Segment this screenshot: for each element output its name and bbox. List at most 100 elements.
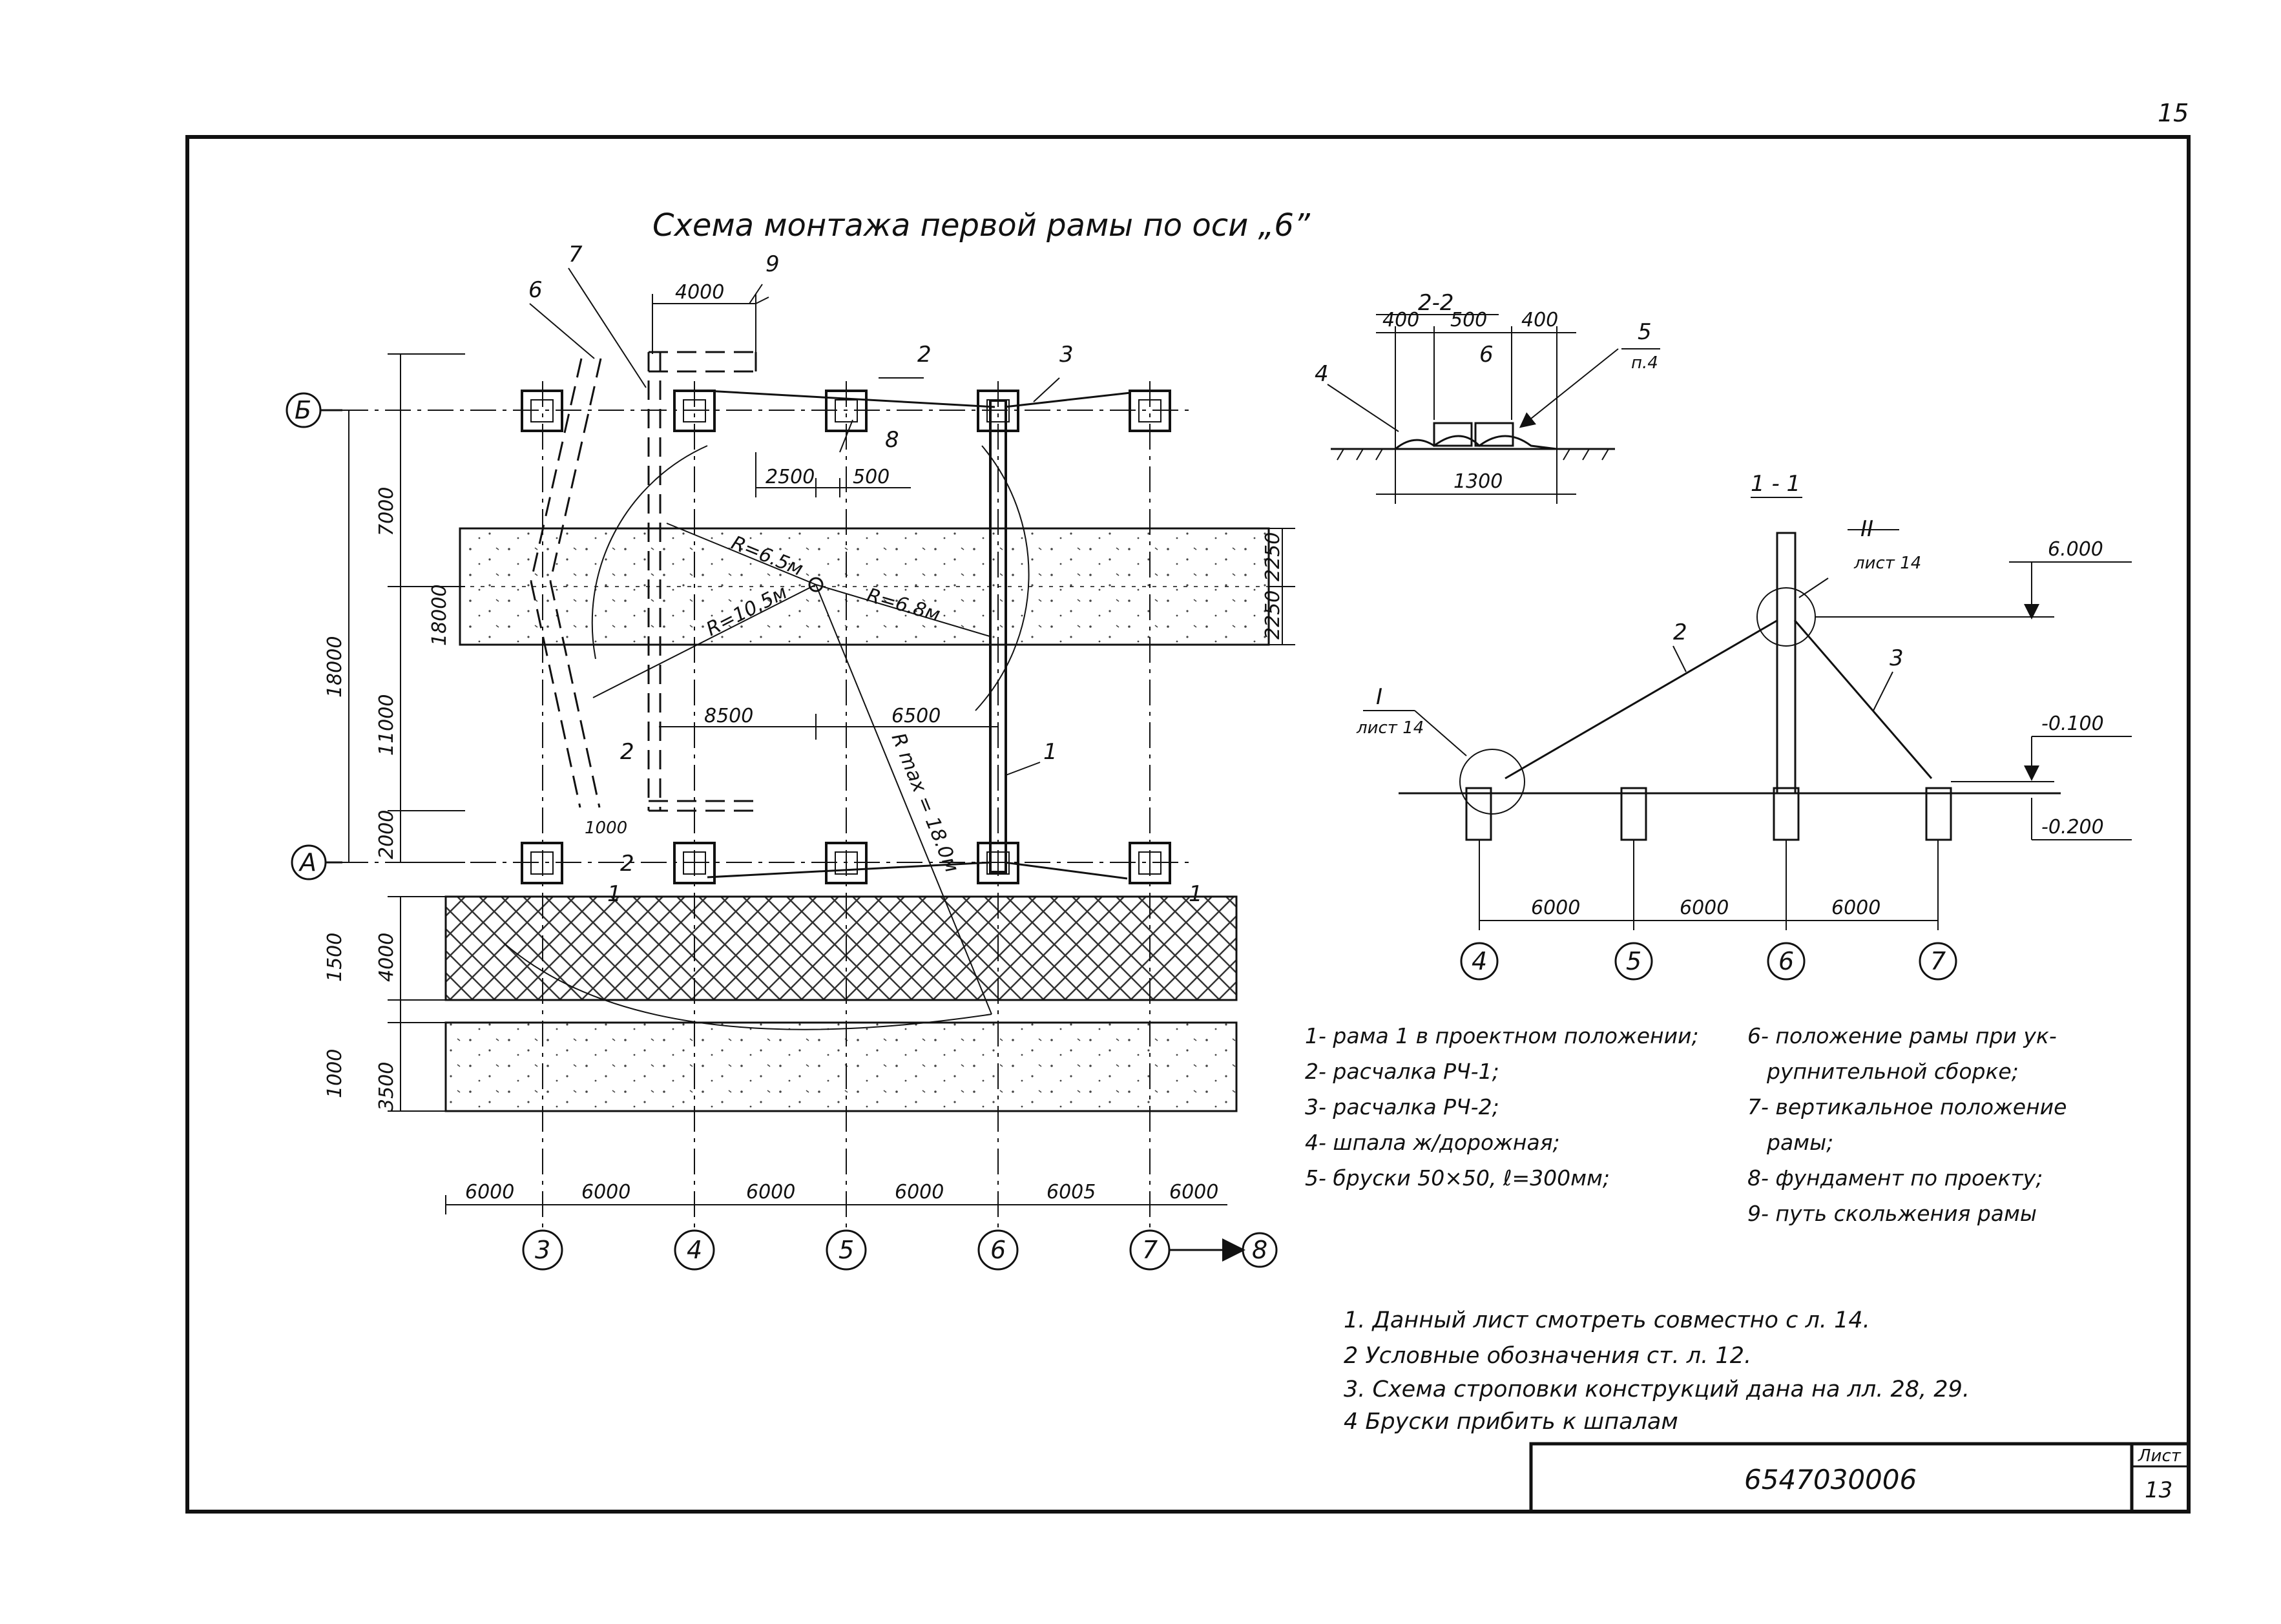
col-spacing-5: 6005 [1047,1181,1096,1203]
frame-7-vertical [647,351,757,812]
node-II-ref: лист 14 [1853,554,1921,573]
callout-2: 2 [917,342,932,368]
section-1-1-dim-3: 6000 [1831,897,1880,919]
section-1-1-callout-2: 2 [1673,619,1687,645]
callout-9: 9 [766,251,780,277]
section-2-2-callout-5-note: п.4 [1631,353,1658,373]
section-1-1-axis-6: 6 [1778,947,1794,975]
notes: 1. Данный лист смотреть совместно с л. 1… [1344,1307,1970,1435]
section-1-1-labels: 1 - 1 II лист 14 I лист 14 6.000 -0.100 … [1356,471,2104,975]
legend-item-2: 2- расчалка РЧ-1; [1305,1059,1499,1084]
crane-center [808,577,824,592]
legend-item-7-cont: рамы; [1766,1130,1833,1155]
section-mark-1-right: 1 [1189,881,1203,907]
axis-bubbles [286,392,1278,1271]
left-dim-11000: 11000 [375,694,398,756]
section-1-1-dim-2: 6000 [1680,897,1729,919]
legend-item-4: 4- шпала ж/дорожная; [1305,1130,1560,1155]
section-mark-2-lower: 2 [620,851,634,877]
node-I-label: I [1376,684,1382,710]
section-mark-2-upper: 2 [620,739,634,765]
section-2-2-callout-6: 6 [1479,342,1494,368]
section-1-1-callout-3: 3 [1890,645,1904,671]
column-axis-lines [542,381,1151,1227]
frame-6-assembly [530,358,602,808]
inner-dim-500: 500 [853,466,890,488]
plan-title: Схема монтажа первой рамы по оси „6” [652,207,1311,244]
left-dim-2000: 2000 [375,810,398,859]
legend-item-9: 9- путь скольжения рамы [1747,1201,2037,1226]
legend-item-5: 5- бруски 50×50, ℓ=300мм; [1305,1165,1610,1191]
col-spacing-4: 6000 [895,1181,944,1203]
section-2-2-callout-5: 5 [1638,319,1652,345]
section-1-1 [1363,497,2132,981]
section-1-1-axis-7: 7 [1930,947,1946,975]
top-dimension-line [652,294,769,354]
foundations-row-B [521,390,1171,432]
section-1-1-dim-1: 6000 [1531,897,1580,919]
axis-label-B: Б [295,396,311,424]
axis-label-7: 7 [1142,1236,1158,1264]
page-number: 15 [2158,99,2189,127]
legend-item-8: 8- фундамент по проекту; [1747,1165,2043,1191]
title-block [1529,1442,2191,1514]
section-1-1-title: 1 - 1 [1751,471,1800,497]
callout-3: 3 [1059,342,1074,368]
note-3: 3. Схема строповки конструкций дана на л… [1344,1377,1970,1402]
note-4: 4 Бруски прибить к шпалам [1344,1409,1678,1435]
callout-1: 1 [1043,739,1057,765]
section-2-2-dim-500: 500 [1450,309,1487,331]
callout-6: 6 [528,277,543,303]
elevation-minus-0-100: -0.100 [2041,713,2104,735]
crane-radii [503,445,1030,1030]
right-dim-2250-top: 2250 [1262,532,1284,581]
right-dimension-lines [1269,528,1295,645]
callout-leaders [529,267,1060,776]
sheet-frame [185,135,2191,1514]
axis-label-8: 8 [1252,1236,1267,1264]
axis-label-A: А [298,848,317,877]
section-2-2-dim-400-right: 400 [1521,309,1558,331]
inner-dim-8500: 8500 [704,705,753,727]
col-spacing-3: 6000 [746,1181,795,1203]
axis-label-5: 5 [838,1236,854,1264]
left-dim-7000: 7000 [375,487,398,536]
foundations-row-A [521,842,1171,884]
inner-dim-6500: 6500 [891,705,941,727]
left-dim-4000: 4000 [375,933,398,982]
radius-max: R max = 18.0м [887,730,963,876]
section-1-1-axis-4: 4 [1472,947,1487,975]
legend-item-3: 3- расчалка РЧ-2; [1305,1094,1499,1119]
node-II-label: II [1860,516,1873,542]
section-2-2-labels: 2-2 400 500 400 1300 4 6 5 п.4 [1315,290,1658,493]
axis-label-4: 4 [687,1236,702,1264]
node-I-ref: лист 14 [1356,718,1424,738]
top-dim-4000: 4000 [675,281,724,304]
section-2-2-dim-1300: 1300 [1453,470,1503,493]
legend-item-1: 1- рама 1 в проектном положении; [1305,1023,1699,1048]
frame-1-final [989,399,1007,873]
right-dim-2250-bottom: 2250 [1262,590,1284,640]
left-dim-1000: 1000 [324,1049,346,1098]
left-dimension-lines [348,353,465,1112]
legend: 1- рама 1 в проектном положении; 2- расч… [1305,1023,2067,1226]
section-2-2-dim-400-left: 400 [1382,309,1419,331]
sheet-number: 13 [2145,1477,2172,1503]
col-spacing-1: 6000 [465,1181,514,1203]
left-dim-18000-outer: 18000 [324,636,346,698]
callout-7: 7 [568,242,583,267]
elevation-top: 6.000 [2048,538,2103,561]
left-dim-3500: 3500 [375,1062,398,1111]
axis-label-6: 6 [990,1236,1006,1264]
guy-ropes [707,390,1131,880]
axis-label-3: 3 [535,1236,550,1264]
inner-dim-2500: 2500 [766,466,815,488]
section-1-1-axis-5: 5 [1626,947,1641,975]
left-dim-1500: 1500 [324,933,346,982]
left-dim-18000-inner: 18000 [428,585,451,646]
section-2-2-callout-4: 4 [1315,361,1329,387]
section-2-2 [1327,314,1660,504]
sheet-label: Лист [2138,1446,2182,1466]
section-mark-1-left: 1 [607,881,621,907]
